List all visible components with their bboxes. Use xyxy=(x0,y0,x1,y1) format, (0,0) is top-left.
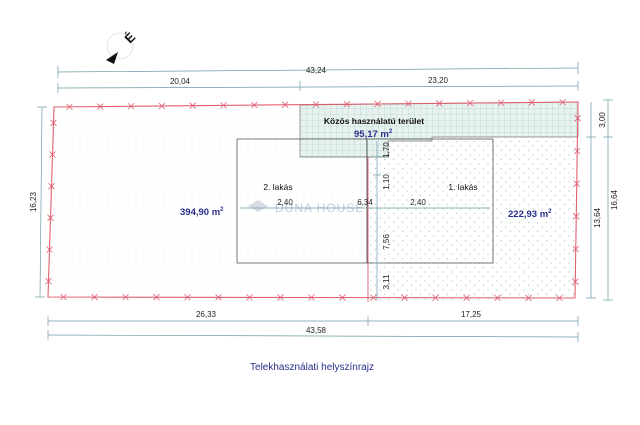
left-parcel xyxy=(48,105,368,302)
unit-1-label: 1. lakás xyxy=(448,182,477,192)
unit-1-building xyxy=(366,138,494,264)
boundary-marker xyxy=(370,294,377,301)
boundary-marker xyxy=(572,245,580,253)
boundary-marker xyxy=(571,278,579,285)
boundary-marker xyxy=(574,115,582,122)
boundary-marker xyxy=(436,100,443,107)
boundary-marker xyxy=(45,277,52,285)
boundary-marker xyxy=(339,294,346,301)
boundary-marker xyxy=(122,293,129,301)
unit-2-label: 2. lakás xyxy=(263,182,292,192)
boundary-marker xyxy=(528,99,536,106)
dim-inner-634: 6,34 xyxy=(357,198,373,207)
boundary-marker xyxy=(572,213,580,220)
plot-boundary xyxy=(47,101,579,299)
bottom-dimensions xyxy=(47,316,579,342)
dim-inner-756: 7,56 xyxy=(382,234,391,250)
boundary-marker xyxy=(215,294,222,301)
dim-bottom-total: 43,58 xyxy=(306,326,327,335)
boundary-marker xyxy=(158,102,166,110)
boundary-marker xyxy=(60,293,67,301)
dim-right-top: 3,00 xyxy=(598,112,607,128)
common-area-value: 95,17 m2 xyxy=(354,129,393,140)
right-dimensions xyxy=(586,99,613,301)
boundary-marker xyxy=(153,293,160,301)
boundary-marker xyxy=(49,151,56,158)
dim-bottom-right: 17,25 xyxy=(461,310,482,319)
north-arrow-icon: É xyxy=(106,29,138,64)
boundary-marker xyxy=(497,99,505,107)
boundary-marker xyxy=(559,98,566,106)
boundary-marker xyxy=(96,103,104,110)
dim-top-left: 20,04 xyxy=(170,77,191,86)
top-dimensions xyxy=(57,62,579,93)
boundary-marker xyxy=(525,294,532,302)
boundary-marker xyxy=(374,100,381,108)
boundary-marker xyxy=(246,294,253,301)
boundary-marker xyxy=(432,294,439,302)
boundary-markers xyxy=(45,98,582,302)
dim-bottom-left: 26,33 xyxy=(196,310,217,319)
dim-top-total: 43,24 xyxy=(306,66,327,75)
boundary-marker xyxy=(251,101,258,109)
boundary-marker xyxy=(308,294,315,301)
left-dimension xyxy=(35,106,47,298)
boundary-marker xyxy=(220,102,227,109)
left-area-value: 394,90 m2 xyxy=(180,207,224,218)
boundary-marker xyxy=(556,294,563,302)
boundary-marker xyxy=(312,101,320,108)
boundary-marker xyxy=(494,294,501,302)
dim-left-side: 16,23 xyxy=(29,191,38,212)
dim-inner-311: 3,11 xyxy=(382,274,391,290)
boundary-marker xyxy=(50,119,57,127)
dim-right-inner: 13,64 xyxy=(593,207,602,228)
boundary-marker xyxy=(127,102,135,110)
right-parcel xyxy=(368,137,578,302)
plan-caption: Telekhasználati helyszínrajz xyxy=(250,362,374,373)
boundary-marker xyxy=(573,180,581,187)
boundary-marker xyxy=(401,294,408,301)
dim-inner-240-left: 2,40 xyxy=(277,198,293,207)
boundary-marker xyxy=(343,100,351,108)
dim-inner-240-right: 2,40 xyxy=(410,198,426,207)
boundary-marker xyxy=(66,103,73,111)
common-area-label: Közös használatú terület xyxy=(324,116,424,126)
boundary-marker xyxy=(277,294,284,301)
boundary-marker xyxy=(463,294,470,302)
dim-inner-170: 1,70 xyxy=(382,142,391,158)
dim-inner-110: 1,10 xyxy=(382,174,391,190)
boundary-marker xyxy=(466,99,474,107)
boundary-marker xyxy=(184,293,191,301)
dim-top-right: 23,20 xyxy=(428,76,449,85)
boundary-marker xyxy=(189,102,196,109)
boundary-marker xyxy=(281,101,289,109)
boundary-marker xyxy=(46,246,53,253)
boundary-marker xyxy=(405,100,412,107)
boundary-marker xyxy=(48,182,55,190)
right-area-value: 222,93 m2 xyxy=(508,209,552,220)
boundary-marker xyxy=(91,293,98,301)
boundary-marker xyxy=(47,214,54,222)
boundary-marker xyxy=(573,147,581,155)
inner-dimension-lines xyxy=(240,141,490,300)
dim-right-total: 16,64 xyxy=(610,189,619,210)
